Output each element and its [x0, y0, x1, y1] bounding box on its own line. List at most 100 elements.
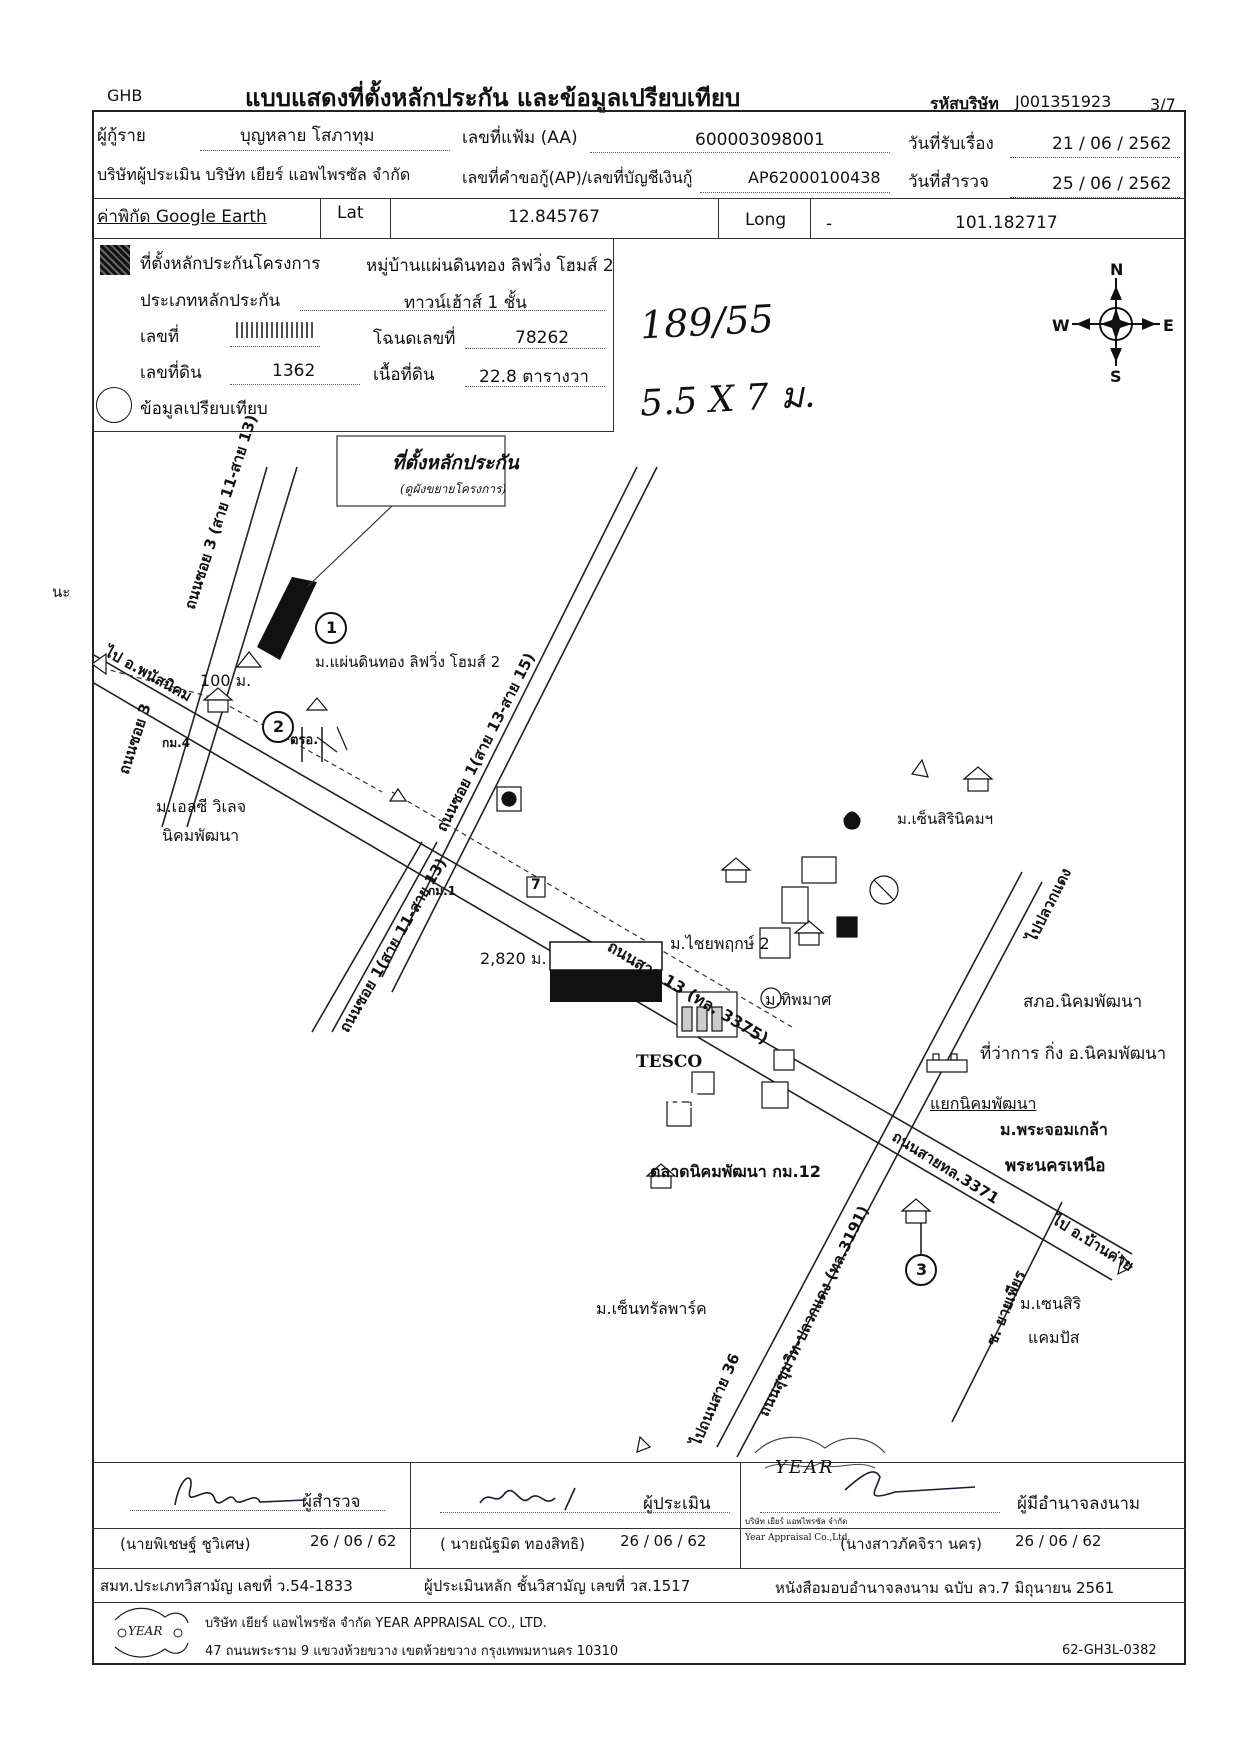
authority-date: 26 / 06 / 62 [1015, 1532, 1102, 1550]
compass-icon [1072, 278, 1160, 366]
legend-deed-label: โฉนดเลขที่ [373, 329, 456, 349]
bank-icon-3 [761, 1081, 789, 1109]
phrachom-label: ม.พระจอมเกล้า [1000, 1120, 1108, 1139]
company-code-label: รหัสบริษัท [930, 94, 999, 113]
page-number: 3/7 [1150, 95, 1176, 114]
marker-2-label: 2 [273, 717, 285, 736]
lotus-logo-box [550, 970, 662, 1002]
legend-type-value: ทาวน์เฮ้าส์ 1 ชั้น [404, 293, 527, 313]
krungthai-icon [781, 886, 809, 924]
org-label: GHB [107, 86, 143, 105]
arrow-to-phanatnikhom [92, 652, 107, 676]
company-code: J001351923 [1015, 92, 1112, 111]
marker-3-label: 3 [916, 1260, 928, 1279]
censiri-campus-1: ม.เซนสิริ [1020, 1294, 1082, 1313]
legend-land-no-label: เลขที่ดิน [140, 363, 202, 383]
ap-number: AP62000100438 [748, 168, 881, 187]
km4-post-icon [235, 651, 263, 668]
police-box-icon [305, 697, 329, 711]
km1-post-icon [388, 787, 408, 802]
compass-n: N [1110, 260, 1124, 279]
marker-2 [262, 711, 294, 743]
legend-area-value: 22.8 ตารางวา [479, 367, 589, 387]
appraiser-role: ผู้ประเมิน [643, 1494, 711, 1514]
police-label: ตรอ. [290, 733, 319, 748]
map-callout-sub: (ดูผังขยายโครงการ) [400, 482, 507, 496]
phranakhon-label: พระนครเหนือ [1005, 1156, 1106, 1176]
centsiri-label: ม.เซ็นสิรินิคมฯ [897, 810, 994, 828]
authority-signature [844, 1471, 976, 1497]
road-sukhumvit-edge-a [716, 871, 1023, 1448]
surveyor-name: (นายพิเชษฐ์ ชูวิเศษ) [120, 1535, 251, 1553]
comp2-name1: ม.เอลซี วิเลจ [156, 797, 247, 816]
footer-doc-code: 62-GH3L-0382 [1062, 1643, 1157, 1658]
file-number: 600003098001 [695, 130, 825, 150]
footer-company: บริษัท เยียร์ แอพไพรซัล จำกัด YEAR APPRA… [205, 1616, 547, 1631]
bank-icon-4 [666, 1101, 692, 1127]
arrow-to-bankhai [1117, 1253, 1133, 1276]
house-icon-thipmas [793, 920, 825, 946]
compass-e: E [1163, 316, 1174, 335]
license-surveyor: สมท.ประเภทวิสามัญ เลขที่ ว.54-1833 [100, 1577, 353, 1595]
district-office-label: ที่ว่าการ กิ่ง อ.นิคมพัฒนา [980, 1044, 1167, 1064]
long-label: Long [745, 210, 787, 230]
road-soi1-edge-b [391, 466, 658, 993]
authorization-doc: หนังสือมอบอำนาจลงนาม ฉบับ ลว.7 มิถุนายน … [775, 1579, 1115, 1597]
thipmas-label: ม.ทิพมาศ [765, 990, 832, 1009]
marker-1 [315, 612, 347, 644]
map-callout-title: ที่ตั้งหลักประกัน [392, 452, 519, 474]
lat-value: 12.845767 [508, 207, 600, 227]
honda-icon [759, 927, 791, 959]
junction-icon [760, 987, 782, 1009]
appraiser-date: 26 / 06 / 62 [620, 1532, 707, 1550]
borrower-name: บุญหลาย โสภาทุม [240, 126, 375, 146]
legend-deed-no: 78262 [515, 328, 570, 348]
house-icon-phrachom [926, 1053, 968, 1073]
collateral-block [257, 577, 317, 660]
margin-mark: นะ [52, 583, 71, 601]
road-yaiphian [951, 1201, 1063, 1423]
tesco-label: TESCO [636, 1052, 703, 1072]
arrow-to-pluakdaeng [910, 758, 929, 778]
sorkor-label: สภอ.นิคมพัฒนา [1023, 992, 1143, 1012]
collateral-swatch [100, 245, 130, 275]
tesco-logo-box [549, 941, 663, 971]
market-label: ตลาดนิคมพัฒนา กม.12 [650, 1162, 821, 1181]
footer-address: 47 ถนนพระราม 9 แขวงห้วยขวาง เขตห้วยขวาง … [205, 1644, 619, 1659]
compass-s: S [1110, 367, 1122, 386]
legend-box [92, 238, 614, 432]
central-park-label: ม.เซ็นทรัลพาร์ค [596, 1299, 707, 1318]
marker-1-label: 1 [326, 618, 338, 637]
km1-label: กม.1 [428, 884, 457, 898]
surveyor-role: ผู้สำรวจ [302, 1492, 361, 1512]
seven-eleven-icon [526, 876, 546, 898]
appraiser-signature [479, 1487, 576, 1511]
file-label: เลขที่แฟ้ม (AA) [462, 128, 578, 148]
authority-role: ผู้มีอำนาจลงนาม [1017, 1494, 1141, 1514]
company-logo [114, 1607, 189, 1658]
house-icon-censiri-campus [900, 1198, 932, 1224]
long-value: 101.182717 [955, 213, 1058, 233]
comp2-name2: นิคมพัฒนา [162, 826, 240, 845]
lat-label: Lat [337, 203, 364, 223]
pttep-icon [801, 856, 837, 884]
house-icon-central-park [645, 1163, 677, 1189]
handwritten-size: 5.5 X 7 ม. [639, 374, 817, 425]
compass-w: W [1052, 316, 1070, 335]
received-label: วันที่รับเรื่อง [908, 134, 994, 154]
handwritten-house-no: 189/55 [638, 296, 775, 348]
stamp-en: Year Appraisal Co.,Ltd. [745, 1533, 851, 1543]
dist-100-label: 100 ม. [200, 671, 252, 690]
road-soi3-edge-b [186, 466, 298, 828]
page-frame [92, 110, 1186, 1665]
legend-project-name: หมู่บ้านแผ่นดินทอง ลิฟวิ่ง โฮมส์ 2 [366, 256, 614, 276]
callout-box [336, 435, 506, 507]
project-map-label: ม.แผ่นดินทอง ลิฟวิ่ง โฮมส์ 2 [315, 653, 501, 671]
redacted-number [236, 322, 316, 338]
gas-station-icon [843, 811, 861, 830]
stamp-text: YEAR [775, 1457, 835, 1478]
survey-label: วันที่สำรวจ [908, 172, 989, 192]
survey-date: 25 / 06 / 2562 [1052, 174, 1172, 194]
junction-label: แยกนิคมพัฒนา [930, 1094, 1037, 1113]
legend-compare-label: ข้อมูลเปรียบเทียบ [140, 399, 268, 419]
